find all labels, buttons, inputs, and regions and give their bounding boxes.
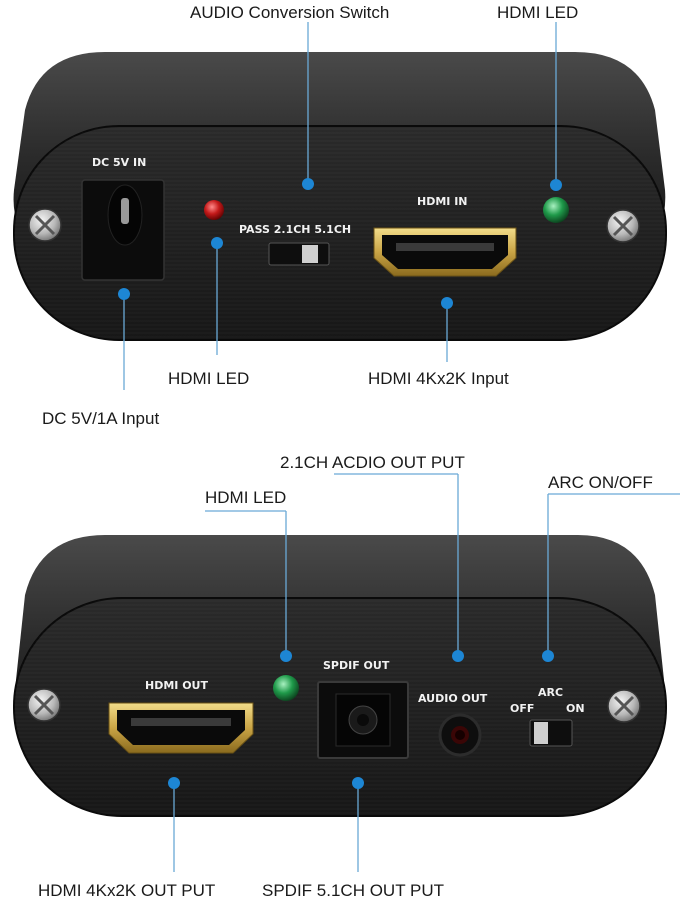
label-arc: ARC [538,686,564,699]
callout-arc-on-off: ARC ON/OFF [548,473,653,492]
callout-hdmi-input: HDMI 4Kx2K Input [368,369,509,388]
label-hdmi-out: HDMI OUT [145,679,208,692]
red-led-icon [204,200,224,220]
audio-output-jack[interactable] [438,713,482,757]
dc-power-jack[interactable] [81,179,165,281]
label-hdmi-in: HDMI IN [417,195,468,208]
bottom-device [13,535,667,817]
callout-spdif-out: SPDIF 5.1CH OUT PUT [262,881,444,900]
screw-icon [27,688,61,722]
leader-lines-top [118,22,562,390]
label-spdif-out: SPDIF OUT [323,659,390,672]
label-arc-on: ON [566,702,585,715]
label-switch-positions: PASS 2.1CH 5.1CH [239,223,352,236]
screw-icon [607,689,641,723]
green-led-icon [273,675,299,701]
leader-lines-bottom [168,473,680,872]
callout-hdmi-out: HDMI 4Kx2K OUT PUT [38,881,216,900]
callout-dc-input: DC 5V/1A Input [42,409,160,428]
callout-audio-conversion-switch: AUDIO Conversion Switch [190,3,390,22]
screw-icon [28,208,62,242]
hdmi-output-port[interactable] [108,702,254,754]
green-led-icon [543,197,569,223]
arc-switch[interactable] [529,719,573,747]
audio-conversion-switch[interactable] [268,242,330,266]
screw-icon [606,209,640,243]
top-device [13,52,667,341]
hdmi-input-port[interactable] [373,227,517,277]
spdif-output-port[interactable] [317,681,409,759]
callout-2ch-audio-out: 2.1CH ACDIO OUT PUT [280,453,465,472]
callout-hdmi-led-left: HDMI LED [168,369,250,388]
callout-hdmi-led: HDMI LED [205,488,287,507]
label-dc-5v-in: DC 5V IN [92,156,147,169]
label-arc-off: OFF [510,702,535,715]
label-audio-out: AUDIO OUT [418,692,488,705]
callout-hdmi-led-right: HDMI LED [497,3,579,22]
